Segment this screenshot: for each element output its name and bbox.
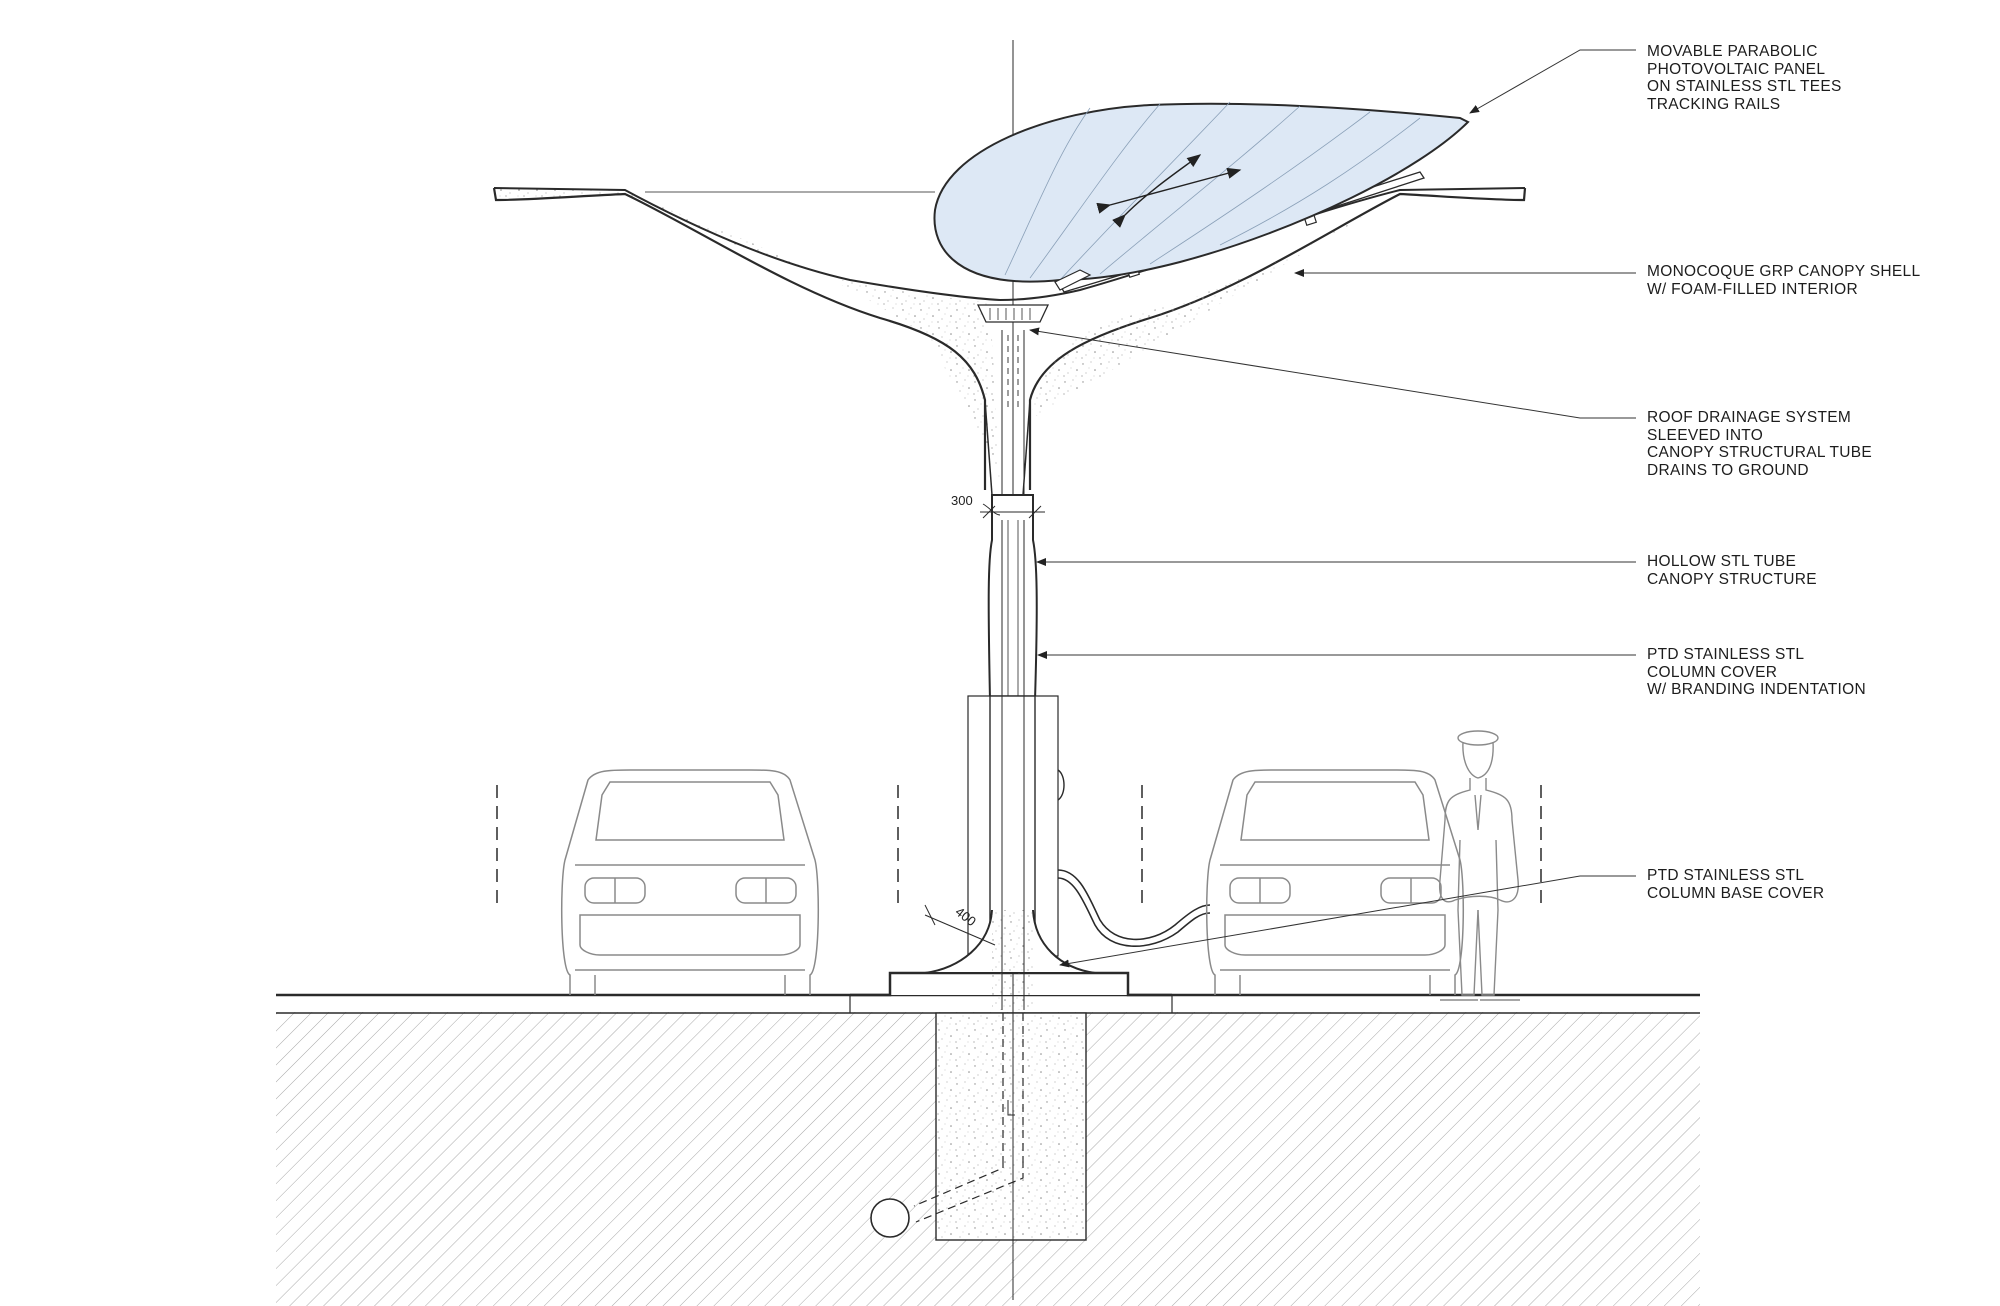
car-right xyxy=(1205,769,1465,995)
ground-section xyxy=(276,971,1700,1306)
note-column-cover: PTD STAINLESS STL COLUMN COVER W/ BRANDI… xyxy=(1647,646,1866,699)
note-steel-tube-line-2: CANOPY STRUCTURE xyxy=(1647,570,1817,588)
note-pv-panel-line-4: TRACKING RAILS xyxy=(1647,95,1781,113)
note-column-cover-line-2: COLUMN COVER xyxy=(1647,663,1778,681)
note-canopy-shell-line-1: MONOCOQUE GRP CANOPY SHELL xyxy=(1647,263,1921,280)
note-roof-drainage-line-3: CANOPY STRUCTURAL TUBE xyxy=(1647,444,1873,461)
note-steel-tube-line-1: HOLLOW STL TUBE xyxy=(1647,553,1797,570)
note-roof-drainage-line-1: ROOF DRAINAGE SYSTEM xyxy=(1647,409,1852,426)
note-steel-tube: HOLLOW STL TUBE CANOPY STRUCTURE xyxy=(1647,553,1817,588)
dimension-300-label: 300 xyxy=(951,493,973,508)
car-left xyxy=(560,769,820,995)
note-roof-drainage: ROOF DRAINAGE SYSTEM SLEEVED INTO CANOPY… xyxy=(1647,409,1872,479)
leader-lines xyxy=(1029,49,1636,968)
dimension-300: 300 xyxy=(951,493,1045,519)
note-column-cover-line-3: W/ BRANDING INDENTATION xyxy=(1647,681,1867,698)
note-base-cover-line-1: PTD STAINLESS STL xyxy=(1647,867,1805,884)
note-column-cover-line-1: PTD STAINLESS STL xyxy=(1647,646,1805,663)
note-base-cover-line-2: COLUMN BASE COVER xyxy=(1647,884,1825,902)
note-roof-drainage-line-4: DRAINS TO GROUND xyxy=(1647,461,1809,479)
note-base-cover: PTD STAINLESS STL COLUMN BASE COVER xyxy=(1647,867,1824,902)
note-canopy-shell: MONOCOQUE GRP CANOPY SHELL W/ FOAM-FILLE… xyxy=(1647,263,1920,298)
note-pv-panel-line-1: MOVABLE PARABOLIC xyxy=(1647,43,1818,60)
note-canopy-shell-line-2: W/ FOAM-FILLED INTERIOR xyxy=(1647,280,1858,298)
pv-panel xyxy=(645,101,1470,291)
note-pv-panel-line-2: PHOTOVOLTAIC PANEL xyxy=(1647,60,1826,78)
note-pv-panel-line-3: ON STAINLESS STL TEES xyxy=(1647,78,1842,95)
note-roof-drainage-line-2: SLEEVED INTO xyxy=(1647,426,1764,444)
attendant-figure xyxy=(1438,730,1520,1001)
column xyxy=(924,330,1211,1010)
note-pv-panel: MOVABLE PARABOLIC PHOTOVOLTAIC PANEL ON … xyxy=(1647,43,1842,113)
